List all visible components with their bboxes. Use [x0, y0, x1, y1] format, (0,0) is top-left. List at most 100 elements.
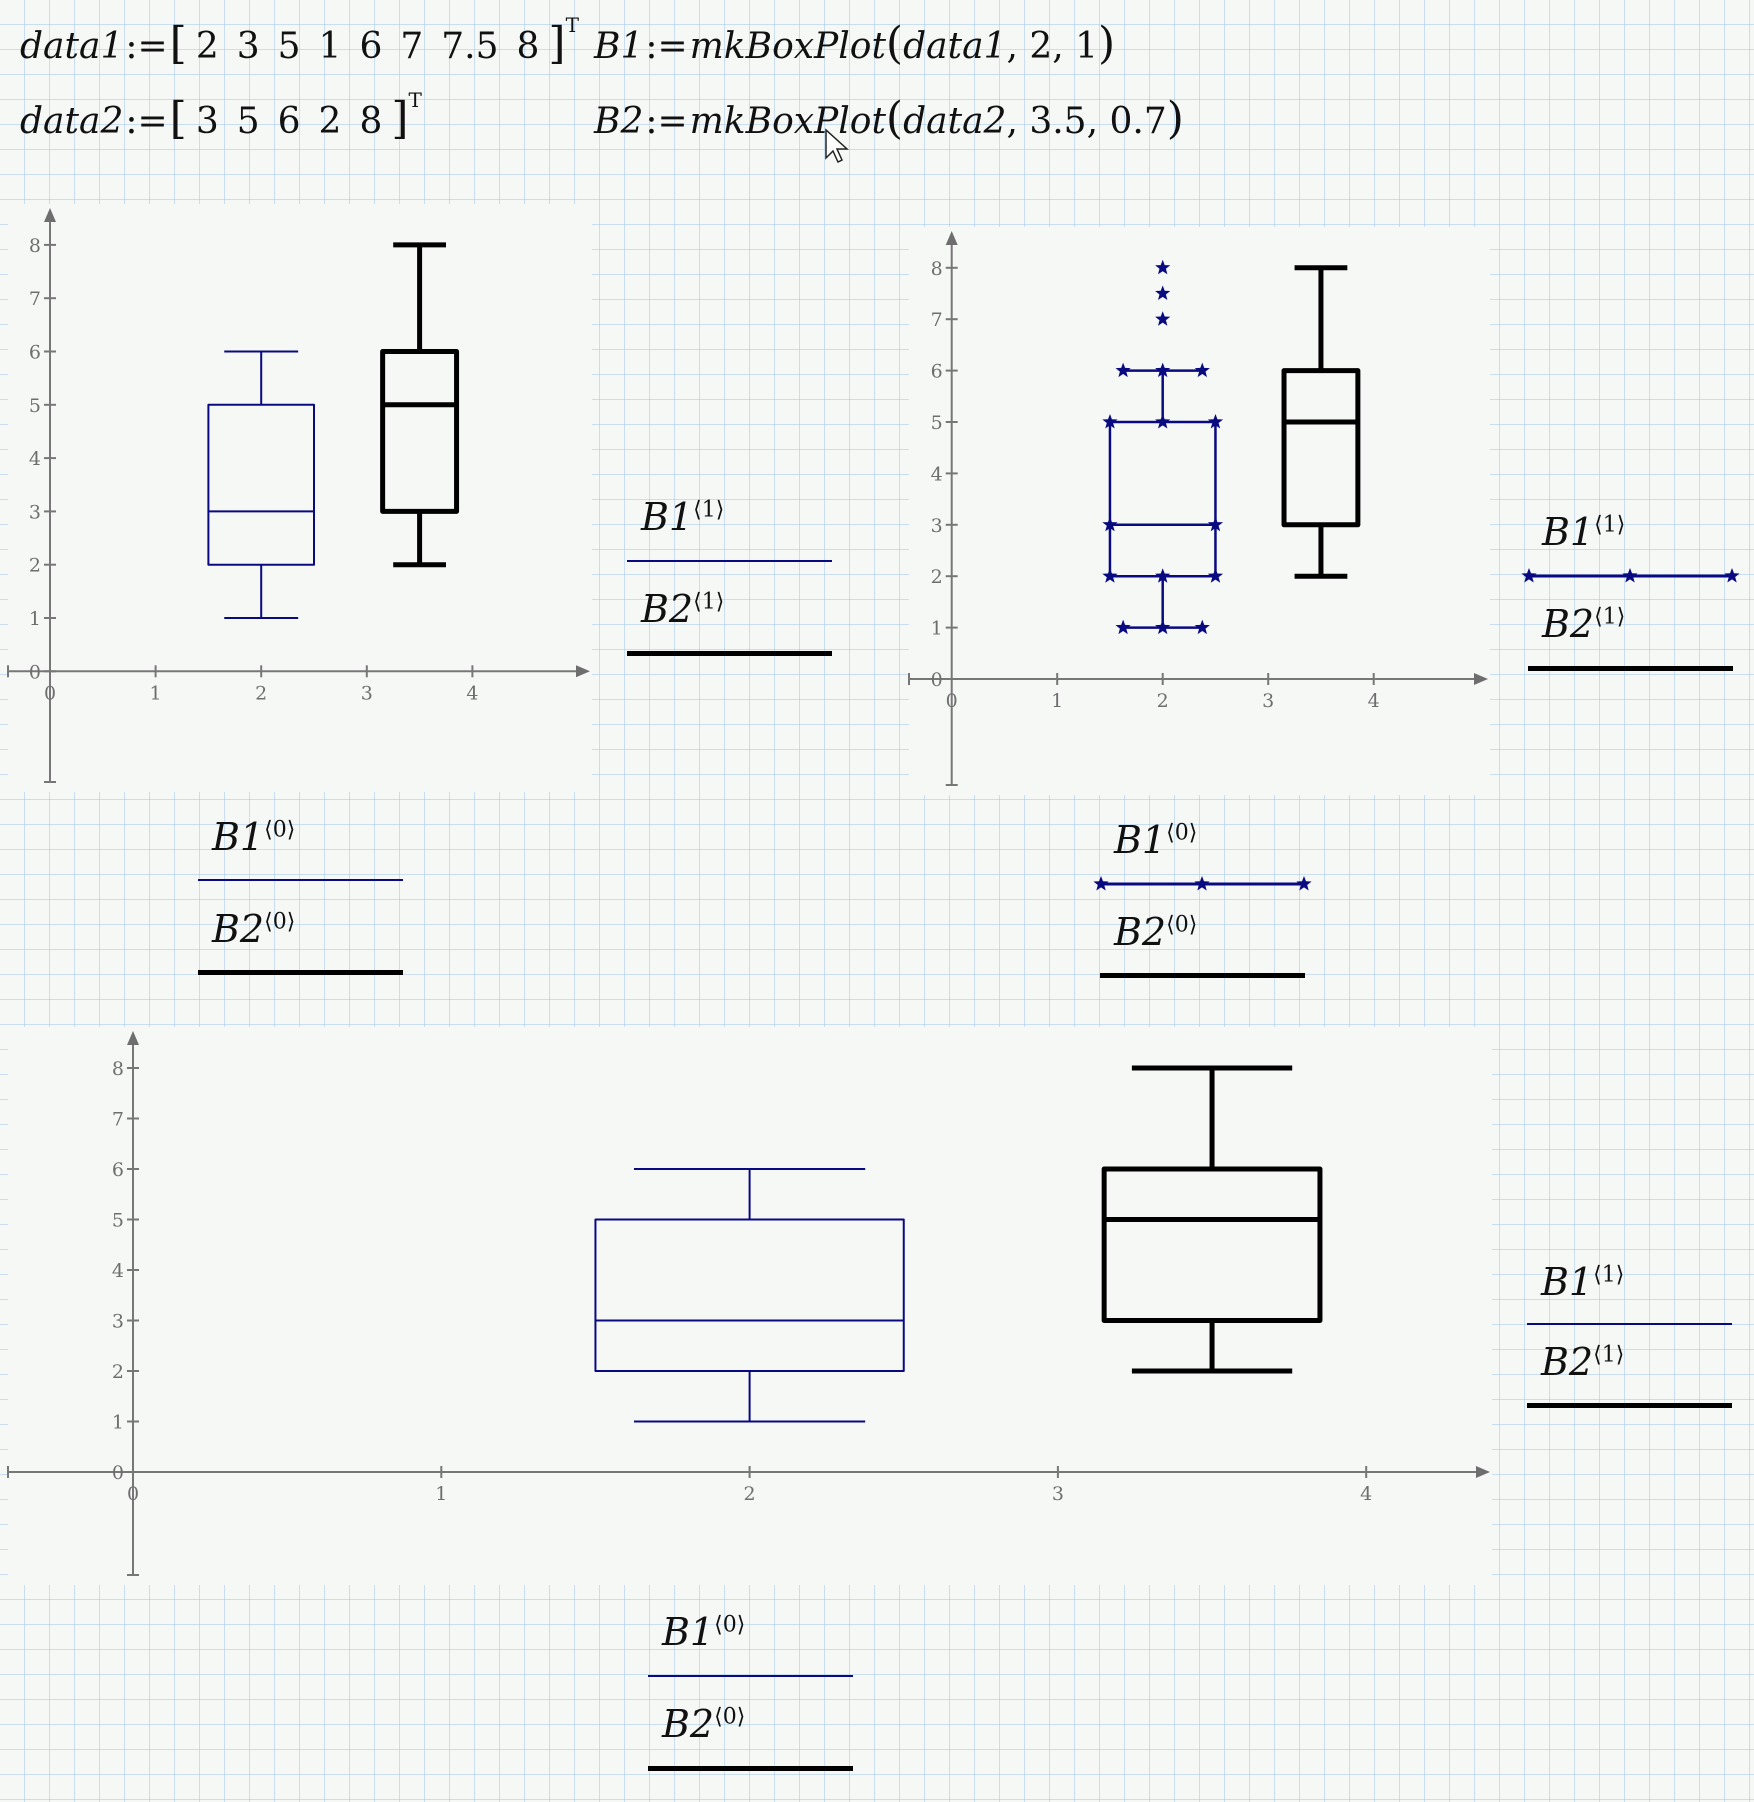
star-marker-icon: [1115, 362, 1131, 378]
boxplot-b2[interactable]: [380, 242, 460, 568]
legend-line-b2: [198, 970, 403, 975]
y-tick-label: 5: [931, 412, 943, 434]
b1-name: B1: [594, 26, 644, 67]
x-tick-label: 2: [1157, 690, 1169, 712]
y-tick-label: 7: [112, 1109, 124, 1131]
y-tick-label: 7: [29, 288, 41, 310]
legend-line-b2: [1100, 973, 1305, 978]
y-tick-label: 4: [29, 448, 41, 470]
plot-3-x-legend[interactable]: B1⟨0⟩ B2⟨0⟩: [648, 1610, 853, 1780]
star-marker-icon: [1102, 568, 1118, 583]
legend-line-b2: [627, 651, 832, 656]
x-tick-label: 1: [150, 682, 162, 704]
boxplot-b1[interactable]: [594, 1168, 905, 1423]
boxplot-b2[interactable]: [1101, 1065, 1323, 1374]
b2-definition[interactable]: B2:=mkBoxPlot(data2, 3.5, 0.7): [594, 93, 1184, 144]
assign-operator: :=: [125, 26, 168, 67]
legend-label-b2: B2⟨0⟩: [1114, 910, 1198, 954]
y-tick-label: 3: [112, 1311, 124, 1333]
y-tick-label: 1: [931, 618, 943, 640]
y-tick-label: 5: [112, 1210, 124, 1232]
star-marker-icon: [1155, 619, 1171, 635]
legend-label-b2: B2⟨1⟩: [641, 587, 725, 631]
boxplot-b1[interactable]: [1108, 369, 1217, 629]
x-tick-label: 0: [127, 1483, 139, 1505]
y-axis-arrow-icon: [127, 1031, 139, 1045]
plot-2-y-legend[interactable]: B1⟨1⟩ B2⟨1⟩: [1521, 510, 1740, 680]
legend-label-b1: B1⟨1⟩: [641, 495, 725, 539]
y-tick-label: 8: [29, 235, 41, 257]
y-tick-label: 3: [931, 515, 943, 537]
plot-1-y-legend[interactable]: B1⟨1⟩ B2⟨1⟩: [627, 495, 832, 665]
star-marker-icon: [1194, 362, 1210, 378]
star-marker-icon: [1207, 516, 1224, 532]
x-axis-arrow-icon: [1474, 673, 1488, 685]
star-marker-icon: [1155, 568, 1171, 583]
paren-close: ): [1166, 93, 1184, 144]
plot-2-x-legend[interactable]: B1⟨0⟩ B2⟨0⟩: [1093, 818, 1312, 988]
bracket-close: ]: [548, 18, 566, 69]
x-tick-label: 3: [1052, 1483, 1064, 1505]
legend-line-b1: [648, 1675, 853, 1677]
legend-line-b2: [1528, 666, 1733, 671]
y-tick-label: 1: [112, 1412, 124, 1434]
y-tick-label: 6: [112, 1159, 124, 1181]
y-tick-label: 2: [931, 566, 943, 588]
star-marker-icon: [1155, 259, 1171, 275]
assign-operator: :=: [645, 26, 688, 67]
y-tick-label: 3: [29, 501, 41, 523]
y-tick-label: 6: [931, 361, 943, 383]
x-tick-label: 3: [361, 682, 373, 704]
legend-label-b2: B2⟨1⟩: [1541, 1340, 1625, 1384]
y-tick-label: 8: [931, 258, 943, 280]
y-tick-label: 1: [29, 608, 41, 630]
legend-line-b1-star: [1521, 568, 1740, 583]
legend-label-b1: B1⟨0⟩: [212, 815, 296, 859]
y-tick-label: 0: [29, 661, 41, 683]
y-tick-label: 7: [931, 309, 943, 331]
plot-3-y-legend[interactable]: B1⟨1⟩ B2⟨1⟩: [1527, 1260, 1732, 1420]
star-marker-icon: [1155, 362, 1171, 378]
function-name: mkBoxPlot: [689, 101, 886, 142]
arg-width: 0.7: [1109, 101, 1167, 142]
plot-1-x-legend[interactable]: B1⟨0⟩ B2⟨0⟩: [198, 815, 403, 985]
legend-line-b1: [627, 560, 832, 562]
y-axis-arrow-icon: [44, 208, 56, 222]
arg-width: 1: [1075, 26, 1099, 67]
x-tick-label: 2: [744, 1483, 756, 1505]
x-tick-label: 1: [435, 1483, 447, 1505]
star-marker-icon: [1115, 619, 1131, 635]
b1-definition[interactable]: B1:=mkBoxPlot(data1, 2, 1): [594, 18, 1116, 69]
data2-name: data2: [20, 101, 124, 142]
x-tick-label: 3: [1262, 690, 1274, 712]
x-tick-label: 2: [255, 682, 267, 704]
star-marker-icon: [1155, 414, 1171, 429]
x-axis-arrow-icon: [1476, 1466, 1490, 1478]
bracket-open: [: [169, 93, 187, 144]
legend-line-b2: [1527, 1403, 1732, 1408]
star-marker-icon: [1207, 568, 1224, 583]
boxplot-b2[interactable]: [1281, 265, 1361, 579]
y-tick-label: 5: [29, 395, 41, 417]
x-axis-arrow-icon: [576, 665, 590, 678]
x-tick-label: 0: [44, 682, 56, 704]
star-marker-icon: [1155, 285, 1171, 300]
y-tick-label: 0: [112, 1462, 124, 1484]
star-marker-icon: [1102, 414, 1118, 429]
x-tick-label: 1: [1051, 690, 1063, 712]
star-marker-icon: [1102, 516, 1118, 532]
y-tick-label: 8: [112, 1058, 124, 1080]
function-name: mkBoxPlot: [689, 26, 886, 67]
arg-data: data1: [903, 26, 1007, 67]
legend-line-b2: [648, 1766, 853, 1771]
boxplot-b1[interactable]: [207, 350, 315, 619]
